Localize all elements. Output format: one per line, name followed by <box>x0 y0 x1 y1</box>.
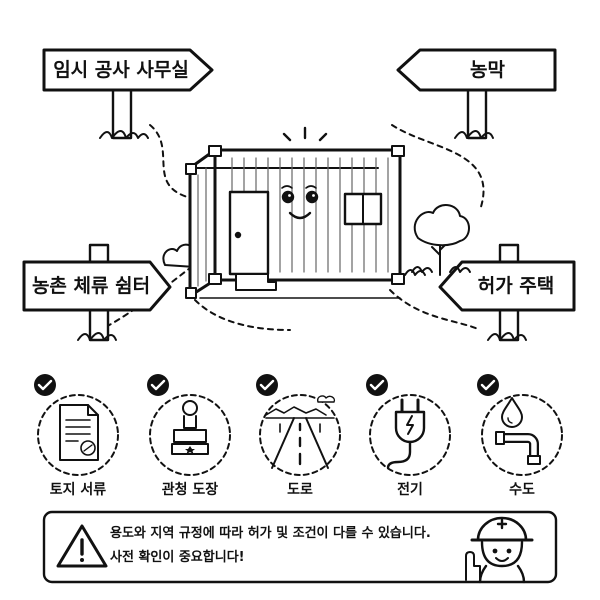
container-building <box>185 126 426 299</box>
worker-icon <box>465 516 534 584</box>
req-water <box>477 374 563 476</box>
sign-label-rural-stay: 농촌 체류 쉼터 <box>31 274 151 297</box>
notice-line-2: 사전 확인이 중요합니다! <box>110 550 245 565</box>
req-label-official-stamp: 관청 도장 <box>161 482 219 498</box>
sign-farm-hut <box>396 48 557 140</box>
req-label-electricity: 전기 <box>397 482 423 498</box>
req-road <box>256 374 341 476</box>
sign-label-farm-hut: 농막 <box>470 58 505 81</box>
notice-panel <box>42 510 558 584</box>
sign-permit-house <box>438 243 576 342</box>
sign-label-permit-house: 허가 주택 <box>477 274 555 297</box>
sign-label-temp-office: 임시 공사 사무실 <box>53 58 189 81</box>
requirements-row <box>34 374 563 476</box>
sign-temp-office <box>42 48 214 140</box>
req-land-documents <box>34 374 119 476</box>
notice-line-1: 용도와 지역 규정에 따라 허가 및 조건이 다를 수 있습니다. <box>110 526 431 541</box>
req-label-land-documents: 토지 서류 <box>49 482 107 498</box>
req-electricity <box>366 374 451 476</box>
warning-icon <box>56 524 108 568</box>
req-label-road: 도로 <box>287 482 313 498</box>
req-official-stamp <box>147 374 231 476</box>
req-label-water: 수도 <box>509 482 535 498</box>
sign-rural-stay <box>22 243 172 342</box>
